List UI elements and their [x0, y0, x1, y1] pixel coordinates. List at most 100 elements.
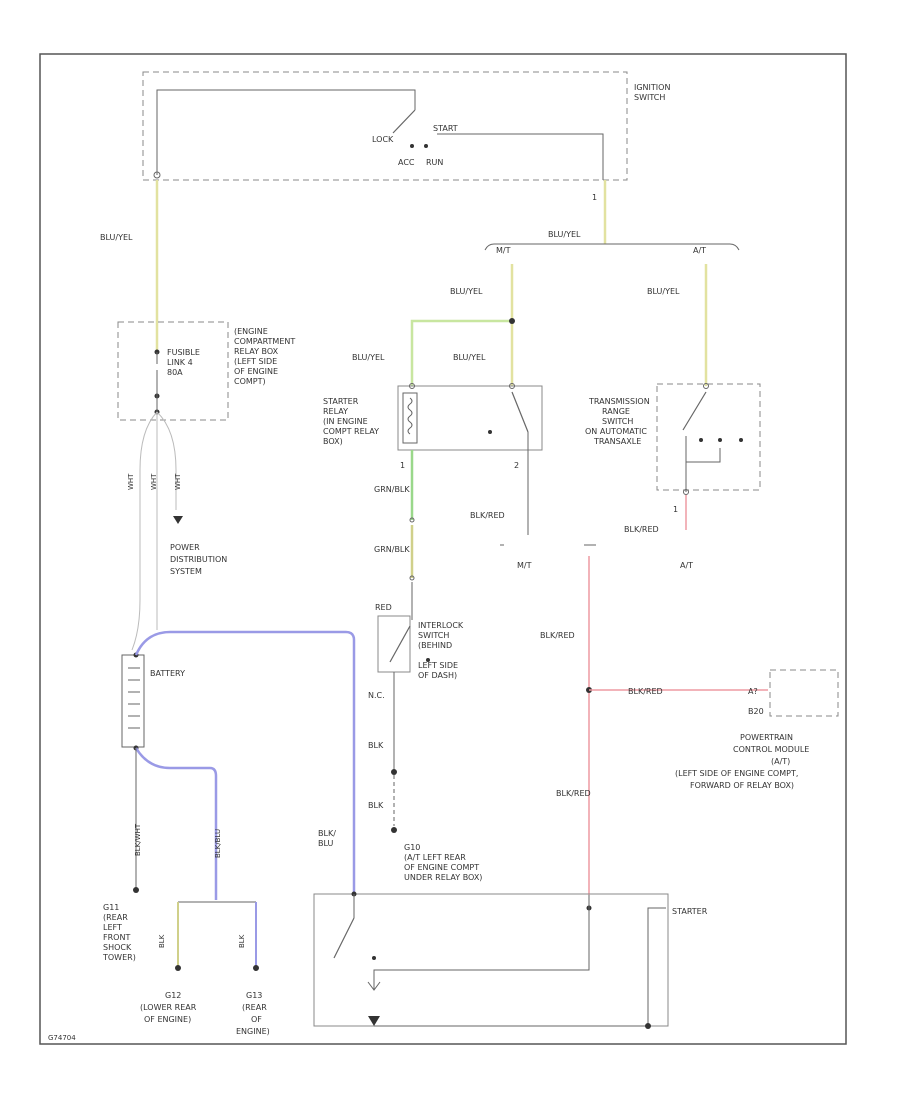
ignition-internal-wire: [156, 89, 416, 175]
label-blu-yel-5: BLU/YEL: [352, 353, 385, 362]
battery-body: [121, 654, 145, 748]
starter-relay-box: [397, 385, 543, 451]
starter-ground-wire: [374, 907, 666, 1027]
label-blk-red-4: BLK/RED: [628, 687, 663, 696]
label-lock: LOCK: [372, 135, 394, 144]
trs-blade: [682, 391, 707, 431]
label-grn-blk-2: GRN/BLK: [374, 545, 410, 554]
trs-pin-top: [703, 383, 709, 389]
power-dist-arrow: [173, 516, 183, 524]
label-blk-3: BLK: [158, 934, 166, 948]
label-power-dist-1: POWER: [170, 543, 200, 552]
label-blk-1: BLK: [368, 741, 384, 750]
label-at-2: A/T: [680, 561, 693, 570]
label-g10-1: G10: [404, 843, 420, 852]
g12-ground-node: [175, 965, 181, 971]
relay-output-wiring: GRN/BLK BLK/RED M/T A/T GRN/BLK RED: [374, 450, 693, 620]
starter-motor: STARTER: [313, 891, 708, 1029]
label-g13-2: (REAR: [242, 1003, 267, 1012]
label-red: RED: [375, 603, 392, 612]
label-g11-5: SHOCK: [103, 943, 132, 952]
label-relay-box-3: RELAY BOX: [234, 347, 279, 356]
ignition-pin-node: [153, 171, 161, 179]
label-g12-2: (LOWER REAR: [140, 1003, 197, 1012]
starter-internal-wire: [373, 895, 590, 990]
blu-yel-circuit: BLU/YEL BLU/YEL M/T A/T BLU/YEL BLU/YEL …: [100, 180, 740, 386]
label-blk-blu-1: BLK/: [318, 829, 336, 838]
label-trans-range-5: TRANSAXLE: [593, 437, 641, 446]
trans-range-box: [656, 383, 761, 491]
starter-relay-coil: [402, 392, 418, 444]
label-interlock-5: OF DASH): [418, 671, 457, 680]
starter-relay-blade: [511, 391, 529, 433]
trs-pin-bottom: [683, 489, 689, 495]
label-blk-red-5a: BLK/RED: [556, 789, 591, 798]
label-interlock-4: LEFT SIDE: [418, 661, 458, 670]
label-g11-1: G11: [103, 903, 119, 912]
label-interlock-1: INTERLOCK: [418, 621, 464, 630]
starter-motor-symbol: [367, 981, 381, 991]
transmission-range-switch: TRANSMISSION RANGE SWITCH ON AUTOMATIC T…: [585, 383, 761, 534]
pcm-box: [769, 669, 839, 717]
label-blu-yel-6: BLU/YEL: [453, 353, 486, 362]
label-g11-3: LEFT: [103, 923, 122, 932]
label-starter: STARTER: [672, 907, 708, 916]
label-acc: ACC: [398, 158, 415, 167]
label-pcm-3: (A/T): [771, 757, 790, 766]
battery-cells: [128, 667, 140, 729]
label-blu-yel-3: BLU/YEL: [450, 287, 483, 296]
label-g11-4: FRONT: [103, 933, 130, 942]
g10-ground-node: [391, 827, 397, 833]
label-starter-relay-3: (IN ENGINE: [323, 417, 368, 426]
wire-to-relay-coil: [410, 319, 512, 386]
label-pcm-pin-2: B20: [748, 707, 764, 716]
label-fusible-1: FUSIBLE: [167, 348, 200, 357]
label-start: START: [433, 124, 458, 133]
label-g11-2: (REAR: [103, 913, 128, 922]
engine-relay-box-outline: [117, 321, 229, 421]
label-trans-range-4: ON AUTOMATIC: [585, 427, 647, 436]
wht-wire-bundle-left: [131, 411, 158, 651]
diagram-code: G74704: [48, 1034, 76, 1042]
starter-ground-symbol: [368, 1016, 380, 1026]
label-starter-relay-4: COMPT RELAY: [323, 427, 379, 436]
wire-split-bar: [484, 243, 740, 251]
wire-battery-blu-negative: [134, 747, 218, 900]
label-blu-yel-2: BLU/YEL: [548, 230, 581, 239]
blk-red-circuit: BLK/RED BLK/RED BLK/RED A? B20 POWERTRAI…: [540, 556, 839, 895]
label-blk-red-3: BLK/RED: [540, 631, 575, 640]
connector-grn-blk-2: [409, 575, 415, 581]
label-pin-1-trs: 1: [673, 505, 678, 514]
label-g13-3: OF: [251, 1015, 262, 1024]
starter-relay-dot: [488, 430, 492, 434]
starter-solenoid-dot: [372, 956, 376, 960]
label-g11-6: TOWER): [102, 953, 136, 962]
label-grn-blk-1a: GRN/BLK: [374, 485, 410, 494]
ignition-switch: IGNITION SWITCH LOCK ACC RUN START 1: [142, 71, 670, 202]
label-ignition-switch-1: IGNITION: [634, 83, 670, 92]
label-starter-relay-5: BOX): [323, 437, 343, 446]
label-blu-yel-4: BLU/YEL: [647, 287, 680, 296]
label-wht-1: WHT: [127, 473, 135, 490]
power-distribution: WHT WHT WHT POWER DISTRIBUTION SYSTEM: [127, 411, 227, 651]
label-blk-red-2: BLK/RED: [624, 525, 659, 534]
starter-box: [313, 893, 669, 1027]
ignition-contact-run: [424, 144, 428, 148]
label-mt-2: M/T: [517, 561, 532, 570]
trs-internal-wire: [685, 436, 721, 463]
label-battery: BATTERY: [150, 669, 185, 678]
label-ignition-switch-2: SWITCH: [634, 93, 665, 102]
label-nc: N.C.: [368, 691, 385, 700]
interlock-switch-box: [377, 615, 411, 673]
starter-relay-coil-windings: [407, 397, 413, 435]
label-pin-2-relay: 2: [514, 461, 519, 470]
starter-relay: STARTER RELAY (IN ENGINE COMPT RELAY BOX…: [323, 383, 543, 470]
label-pin-1-ign: 1: [592, 193, 597, 202]
label-relay-box-1: (ENGINE: [234, 327, 268, 336]
label-g13-4: ENGINE): [236, 1027, 270, 1036]
label-pcm-pin-1: A?: [748, 687, 758, 696]
ignition-switch-blade: [392, 109, 416, 134]
g11-ground-node: [133, 887, 139, 893]
label-wht-2: WHT: [150, 473, 158, 490]
